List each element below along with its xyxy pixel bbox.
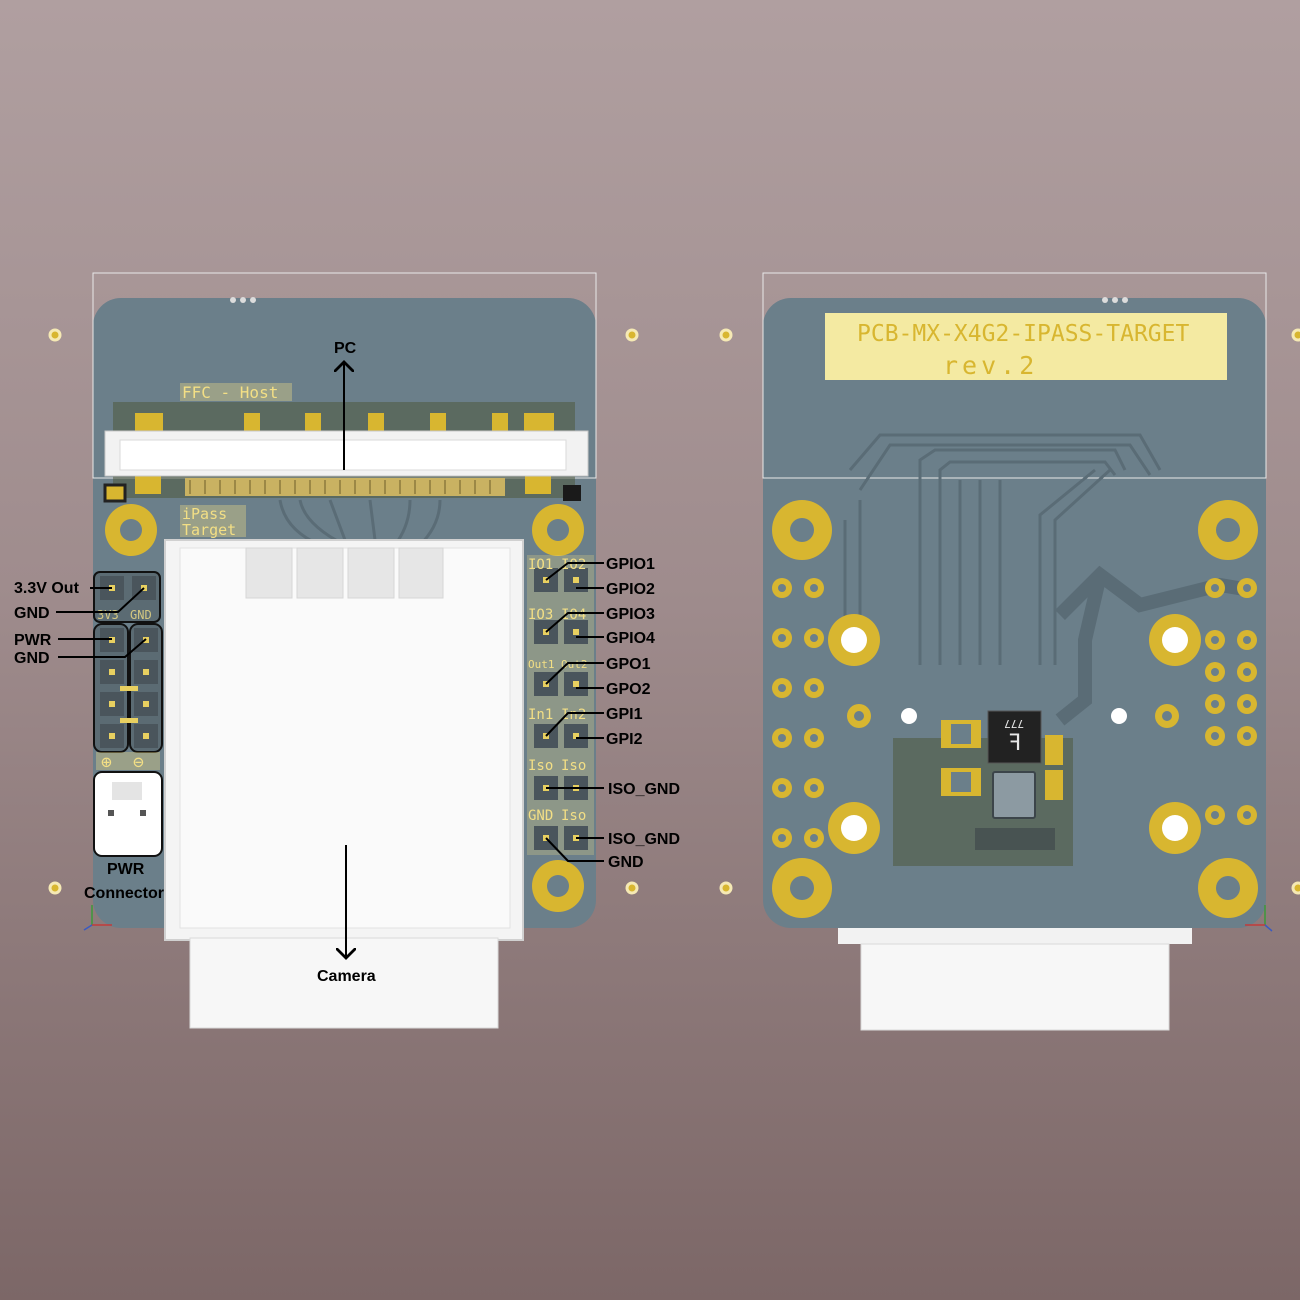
front-traces bbox=[278, 499, 442, 547]
back-mounting-holes bbox=[772, 500, 1258, 918]
board-title: PCB-MX-X4G2-IPASS-TARGET bbox=[857, 321, 1189, 347]
svg-text:GND: GND bbox=[528, 808, 553, 824]
pwr-connector bbox=[93, 771, 163, 857]
callout-pwr-connector-2: Connector bbox=[84, 885, 164, 902]
back-connector-lip bbox=[838, 928, 1192, 944]
axis-indicator-right bbox=[1245, 905, 1273, 932]
svg-text:Out1: Out1 bbox=[528, 658, 555, 671]
camera-label: Camera bbox=[317, 968, 376, 985]
title-plate bbox=[825, 313, 1227, 380]
svg-text:GPO2: GPO2 bbox=[606, 681, 651, 698]
svg-text:Iso: Iso bbox=[561, 758, 586, 774]
svg-text:Iso: Iso bbox=[561, 808, 586, 824]
power-header bbox=[93, 571, 163, 753]
minus-symbol: ⊖ bbox=[133, 752, 144, 773]
svg-text:GPIO2: GPIO2 bbox=[606, 581, 655, 598]
svg-text:GPI1: GPI1 bbox=[606, 706, 643, 723]
right-callouts: GPIO1 GPIO2 GPIO3 GPIO4 GPO1 GPO2 GPI1 G… bbox=[606, 556, 680, 871]
svg-text:GPIO3: GPIO3 bbox=[606, 606, 655, 623]
back-connector bbox=[860, 943, 1170, 1031]
right-callout-lines bbox=[545, 562, 604, 862]
callout-pwr-connector-1: PWR bbox=[107, 861, 145, 878]
ffc-pads bbox=[135, 413, 554, 494]
ic-chip bbox=[987, 710, 1042, 764]
pc-label: PC bbox=[334, 340, 357, 357]
front-board: FFC - Host iPass Target bbox=[14, 272, 1300, 1029]
power-trace bbox=[1055, 565, 1252, 726]
board-revision: rev.2 bbox=[943, 351, 1038, 380]
svg-text:IO1: IO1 bbox=[528, 557, 553, 573]
svg-text:GND: GND bbox=[608, 854, 644, 871]
pad-square-right bbox=[563, 485, 581, 501]
svg-text:IO4: IO4 bbox=[561, 607, 586, 623]
svg-text:GPIO4: GPIO4 bbox=[606, 630, 655, 647]
header-label-3v3: 3V3 bbox=[97, 608, 119, 622]
svg-text:Out2: Out2 bbox=[561, 658, 588, 671]
axis-indicator-left bbox=[83, 905, 112, 931]
mounting-holes bbox=[105, 504, 584, 912]
svg-text:GPIO1: GPIO1 bbox=[606, 556, 655, 573]
svg-text:IO2: IO2 bbox=[561, 557, 586, 573]
ffc-contacts bbox=[185, 478, 505, 496]
pad-square-left bbox=[103, 483, 127, 503]
callout-gnd-2: GND bbox=[14, 650, 50, 667]
left-callout-lines bbox=[56, 587, 147, 658]
callout-3v3-out: 3.3V Out bbox=[14, 580, 80, 597]
svg-text:In1: In1 bbox=[528, 707, 553, 723]
header-label-gnd: GND bbox=[130, 608, 152, 622]
chip-marking: 777 bbox=[1004, 717, 1024, 730]
svg-text:In2: In2 bbox=[561, 707, 586, 723]
svg-text:GPO1: GPO1 bbox=[606, 656, 651, 673]
plus-symbol: ⊕ bbox=[101, 752, 112, 773]
svg-text:Iso: Iso bbox=[528, 758, 553, 774]
ffc-host-label: FFC - Host bbox=[182, 383, 278, 402]
back-board: PCB-MX-X4G2-IPASS-TARGET rev.2 bbox=[762, 272, 1267, 1031]
svg-text:IO3: IO3 bbox=[528, 607, 553, 623]
through-hole-pads bbox=[772, 578, 1257, 848]
fiducial-marks bbox=[48, 328, 1300, 895]
callout-gnd-1: GND bbox=[14, 605, 50, 622]
callout-pwr: PWR bbox=[14, 632, 52, 649]
svg-text:GPI2: GPI2 bbox=[606, 731, 643, 748]
smd-components bbox=[941, 720, 1063, 850]
svg-text:ISO_GND: ISO_GND bbox=[608, 831, 680, 848]
ipass-label: iPass bbox=[182, 505, 227, 523]
io-header bbox=[527, 555, 594, 855]
svg-text:ꟻ: ꟻ bbox=[1009, 731, 1022, 756]
camera-plug bbox=[189, 937, 499, 1029]
io-silk-labels: IO1 IO2 IO3 IO4 Out1 Out2 In1 In2 Iso Is… bbox=[528, 557, 588, 824]
back-outline bbox=[762, 272, 1267, 479]
back-pcb bbox=[763, 298, 1266, 928]
svg-text:ISO_GND: ISO_GND bbox=[608, 781, 680, 798]
target-label: Target bbox=[182, 521, 236, 539]
edge-dots bbox=[230, 297, 256, 303]
